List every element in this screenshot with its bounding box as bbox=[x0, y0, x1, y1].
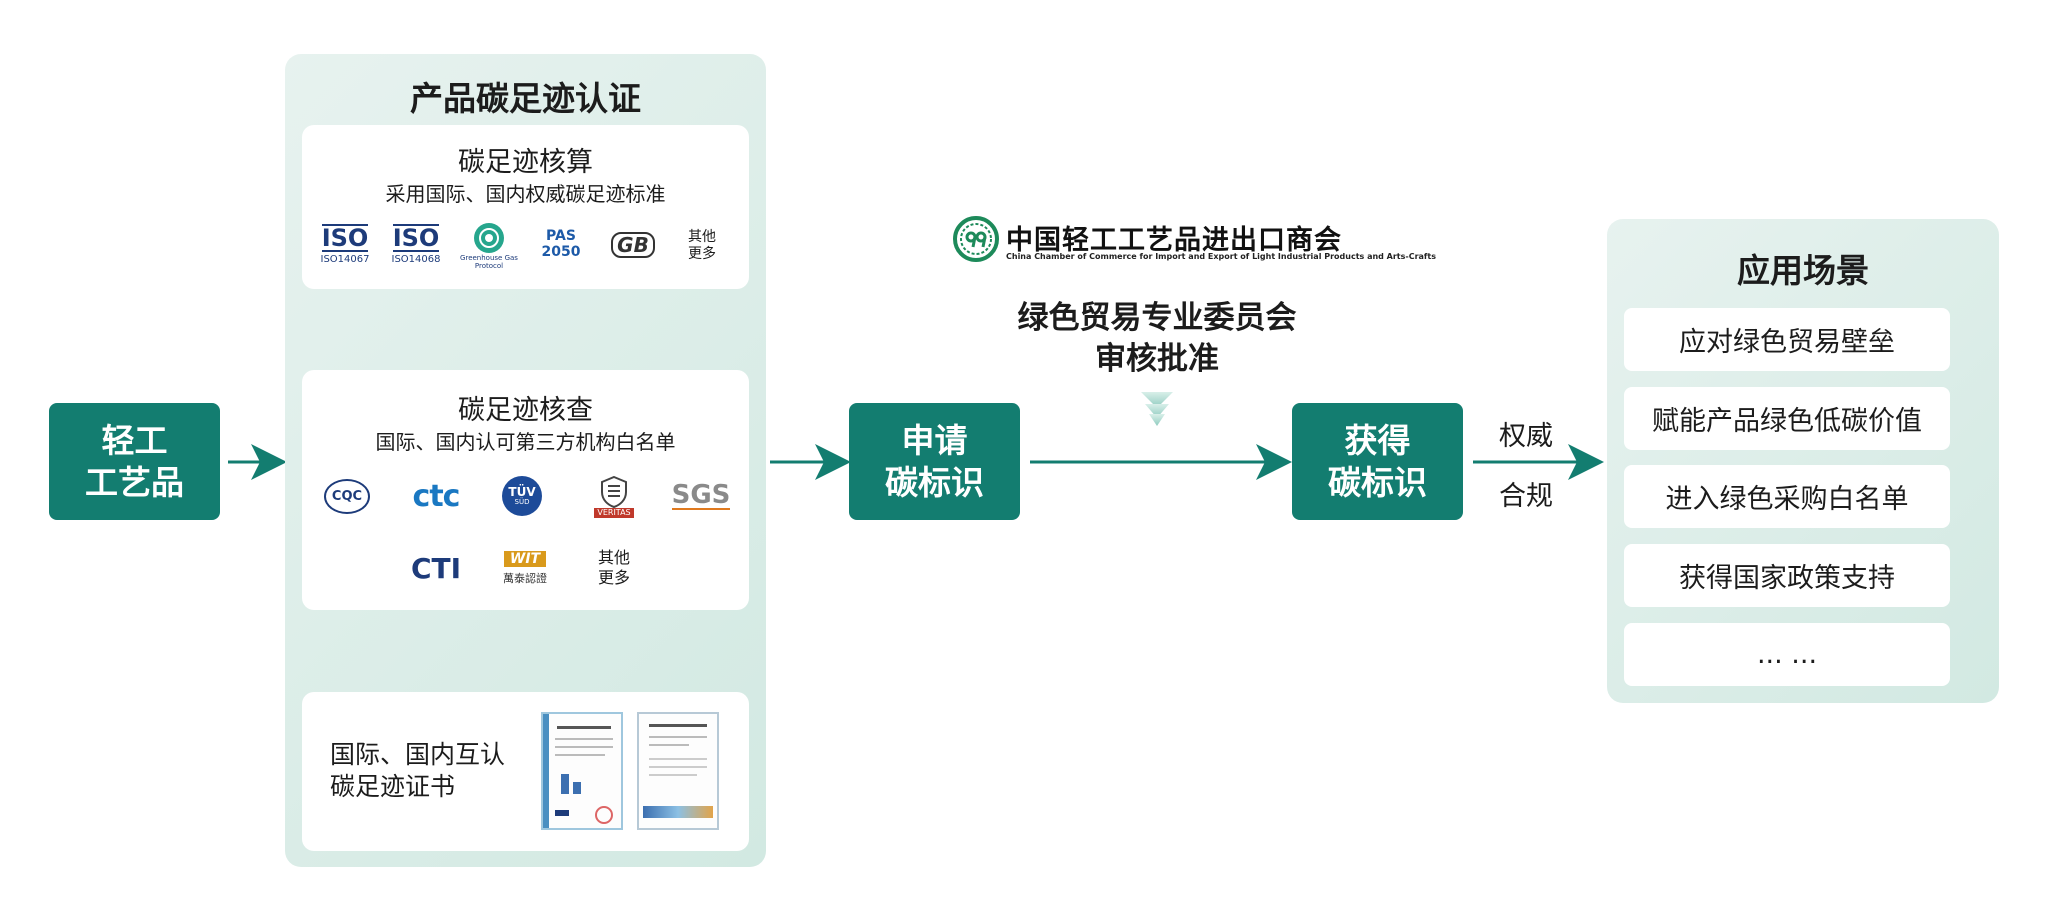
gb-standard-logo: GB bbox=[609, 230, 657, 260]
sgs-logo: SGS bbox=[668, 478, 734, 514]
start-box-light-industry-crafts: 轻工 工艺品 bbox=[49, 403, 220, 520]
wit-mark: WIT bbox=[503, 550, 547, 567]
veritas-caption: VERITAS bbox=[594, 508, 634, 518]
certificate-image-2 bbox=[637, 712, 719, 830]
ghg-caption: Greenhouse Gas Protocol bbox=[460, 254, 518, 270]
start-box-line1: 轻工 bbox=[101, 420, 168, 460]
cti-mark: CTI bbox=[410, 551, 462, 585]
accounting-subtitle: 采用国际、国内权威碳足迹标准 bbox=[385, 182, 666, 206]
compliance-label: 合规 bbox=[1499, 481, 1553, 512]
apply-box-line1: 申请 bbox=[901, 420, 968, 460]
verification-more-line1: 其他 bbox=[597, 548, 630, 567]
approval-action: 审核批准 bbox=[1095, 341, 1219, 377]
greenhouse-gas-protocol-logo: Greenhouse Gas Protocol bbox=[456, 220, 522, 272]
verification-more-agencies: 其他 更多 bbox=[592, 546, 636, 590]
chamber-name-cn: 中国轻工工艺品进出口商会 bbox=[1006, 225, 1342, 256]
accounting-card bbox=[302, 125, 749, 289]
scenarios-title: 应用场景 bbox=[1737, 251, 1869, 290]
tuv-caption: SÜD bbox=[514, 498, 530, 506]
ctc-logo: ctc bbox=[405, 476, 467, 516]
verification-subtitle: 国际、国内认可第三方机构白名单 bbox=[375, 430, 676, 454]
scenario-item: 赋能产品绿色低碳价值 bbox=[1624, 387, 1950, 450]
chamber-name-en: China Chamber of Commerce for Import and… bbox=[1006, 252, 1436, 261]
apply-box-line2: 碳标识 bbox=[885, 462, 984, 502]
apply-carbon-label-box: 申请 碳标识 bbox=[849, 403, 1020, 520]
wit-logo: WIT 萬泰認證 bbox=[494, 548, 556, 588]
cti-logo: CTI bbox=[408, 548, 464, 588]
cqc-logo: CQC bbox=[322, 476, 372, 516]
scenario-item: 获得国家政策支持 bbox=[1624, 544, 1950, 607]
verification-more-line2: 更多 bbox=[597, 568, 630, 587]
bureau-veritas-logo: VERITAS bbox=[590, 472, 638, 522]
pas-2050-logo: PAS 2050 bbox=[535, 224, 587, 264]
authority-label: 权威 bbox=[1499, 421, 1553, 452]
committee-name: 绿色贸易专业委员会 bbox=[1017, 300, 1297, 336]
iso-mark-2: ISO bbox=[392, 223, 440, 252]
approval-chevrons bbox=[1141, 392, 1173, 426]
cqc-mark: CQC bbox=[323, 478, 371, 514]
certificate-text: 国际、国内互认 碳足迹证书 bbox=[330, 739, 505, 803]
start-box-line2: 工艺品 bbox=[85, 462, 184, 502]
certificate-line1: 国际、国内互认 bbox=[330, 740, 506, 769]
iso-14068-logo: ISO ISO14068 bbox=[387, 218, 445, 270]
pas-line1: PAS bbox=[546, 228, 576, 244]
tuv-octagon-icon: TÜV SÜD bbox=[502, 476, 542, 516]
accounting-more-line2: 更多 bbox=[688, 246, 716, 262]
verification-title: 碳足迹核查 bbox=[458, 395, 593, 426]
tuv-mark: TÜV bbox=[508, 485, 536, 499]
chamber-emblem-icon bbox=[953, 216, 999, 262]
obtain-box-line2: 碳标识 bbox=[1328, 462, 1427, 502]
scenario-item: ... ... bbox=[1624, 623, 1950, 686]
iso-caption-1: ISO14067 bbox=[320, 253, 370, 265]
scenarios-panel bbox=[1607, 219, 1999, 703]
pas-line2: 2050 bbox=[541, 244, 581, 260]
gb-mark: GB bbox=[611, 232, 655, 258]
obtain-carbon-label-box: 获得 碳标识 bbox=[1292, 403, 1463, 520]
wit-caption: 萬泰認證 bbox=[503, 571, 547, 585]
iso-mark-1: ISO bbox=[321, 223, 369, 252]
accounting-more-standards: 其他 更多 bbox=[680, 226, 724, 266]
ctc-mark: ctc bbox=[412, 478, 461, 514]
tuv-sud-logo: TÜV SÜD bbox=[499, 474, 545, 518]
scenario-item: 进入绿色采购白名单 bbox=[1624, 465, 1950, 528]
accounting-more-line1: 其他 bbox=[688, 229, 716, 245]
chamber-of-commerce-logo bbox=[953, 216, 999, 262]
ghg-globe-icon bbox=[474, 223, 504, 253]
iso-14067-logo: ISO ISO14067 bbox=[316, 218, 374, 270]
certificate-image-1 bbox=[541, 712, 623, 830]
scenario-item: 应对绿色贸易壁垒 bbox=[1624, 308, 1950, 371]
veritas-seal-icon bbox=[601, 476, 627, 508]
iso-caption-2: ISO14068 bbox=[391, 253, 441, 265]
sgs-mark: SGS bbox=[671, 480, 731, 510]
obtain-box-line1: 获得 bbox=[1344, 420, 1411, 460]
certificate-line2: 碳足迹证书 bbox=[330, 772, 456, 801]
accounting-title: 碳足迹核算 bbox=[458, 147, 593, 178]
cert-panel-title: 产品碳足迹认证 bbox=[410, 79, 641, 118]
